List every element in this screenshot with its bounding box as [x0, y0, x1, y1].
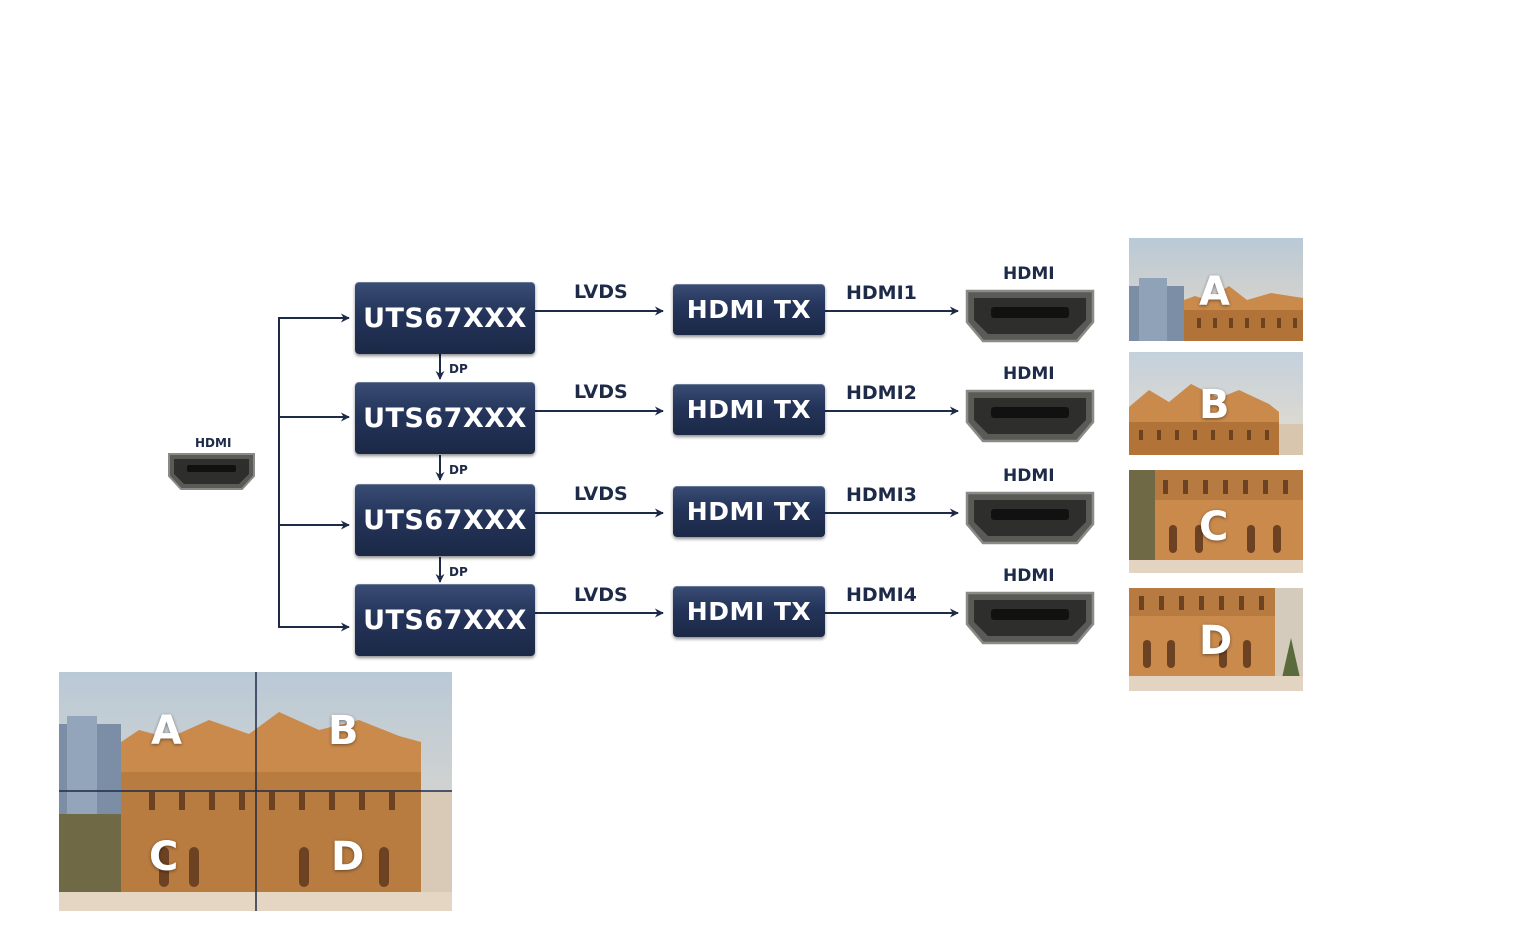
- input-hdmi-port-icon: [168, 453, 255, 490]
- uts-chip-2: UTS67XXX: [355, 382, 535, 454]
- output-tile-a: A: [1129, 238, 1303, 341]
- out-port-label-2: HDMI: [1003, 364, 1055, 384]
- hdmi-tx-1: HDMI TX: [673, 284, 825, 335]
- output-tile-c: C: [1129, 470, 1303, 573]
- dp-label-3: DP: [449, 565, 468, 579]
- source-quadrant-d: D: [331, 834, 365, 880]
- tile-letter-b: B: [1199, 382, 1230, 428]
- out-port-label-1: HDMI: [1003, 264, 1055, 284]
- hdmi-tx-4: HDMI TX: [673, 586, 825, 637]
- lvds-label-3: LVDS: [574, 483, 628, 505]
- hdmi-tx-2: HDMI TX: [673, 384, 825, 435]
- lvds-label-4: LVDS: [574, 584, 628, 606]
- dp-label-2: DP: [449, 463, 468, 477]
- lvds-label-2: LVDS: [574, 381, 628, 403]
- palace-photo-c: [1129, 470, 1303, 573]
- dp-label-1: DP: [449, 362, 468, 376]
- source-quadrant-b: B: [328, 708, 359, 754]
- hdmi-out-label-4: HDMI4: [846, 584, 917, 606]
- tile-letter-d: D: [1199, 618, 1233, 664]
- lvds-label-1: LVDS: [574, 281, 628, 303]
- source-image: A B C D: [59, 672, 452, 911]
- hdmi-port-icon-2: [965, 389, 1095, 443]
- hdmi-port-icon-1: [965, 289, 1095, 343]
- tile-letter-a: A: [1199, 269, 1230, 315]
- palace-photo-b: [1129, 352, 1303, 455]
- tile-letter-c: C: [1199, 504, 1229, 550]
- palace-photo-a: [1129, 238, 1303, 341]
- uts-chip-3: UTS67XXX: [355, 484, 535, 556]
- out-port-label-4: HDMI: [1003, 566, 1055, 586]
- input-hdmi-label: HDMI: [195, 436, 232, 450]
- hdmi-out-label-3: HDMI3: [846, 484, 917, 506]
- hdmi-tx-3: HDMI TX: [673, 486, 825, 537]
- hdmi-out-label-1: HDMI1: [846, 282, 917, 304]
- hdmi-out-label-2: HDMI2: [846, 382, 917, 404]
- output-tile-b: B: [1129, 352, 1303, 455]
- uts-chip-4: UTS67XXX: [355, 584, 535, 656]
- source-quadrant-a: A: [151, 708, 182, 754]
- palace-photo-full: [59, 672, 452, 911]
- uts-chip-1: UTS67XXX: [355, 282, 535, 354]
- output-tile-d: D: [1129, 588, 1303, 691]
- out-port-label-3: HDMI: [1003, 466, 1055, 486]
- source-quadrant-c: C: [149, 834, 179, 880]
- hdmi-port-icon-4: [965, 591, 1095, 645]
- palace-photo-d: [1129, 588, 1303, 691]
- hdmi-port-icon-3: [965, 491, 1095, 545]
